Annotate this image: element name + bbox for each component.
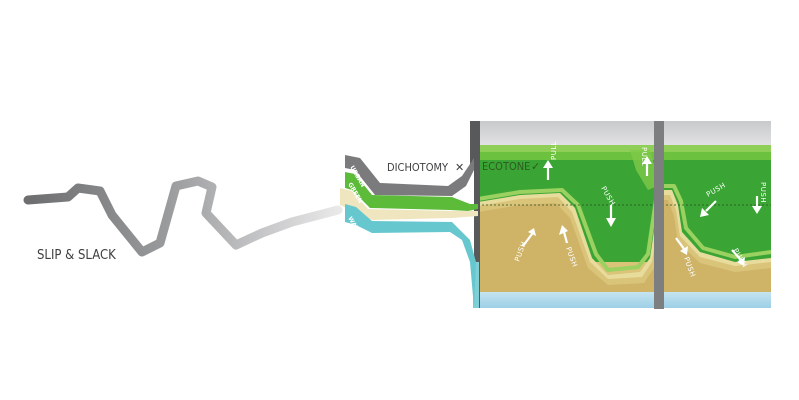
force-arrows: PULL PUSH PULL PUSH PUSH: [513, 141, 767, 279]
ecotone-block: [470, 121, 772, 309]
svg-text:PULL: PULL: [640, 147, 648, 166]
urban-band: [345, 155, 474, 196]
svg-text:PULL: PULL: [550, 141, 558, 160]
svg-text:PUSH: PUSH: [759, 182, 767, 203]
green-edge: [477, 184, 772, 272]
terrain-inner: [478, 200, 771, 292]
sand-band: [340, 188, 478, 220]
slip-slack-line: [23, 176, 343, 257]
band-funnel: URBAN GREEN WATER: [340, 155, 478, 308]
ecotone-label: ECOTONE: [482, 160, 530, 173]
dichotomy-x-icon: ✕: [455, 161, 464, 174]
dichotomy-label: DICHOTOMY: [387, 161, 449, 174]
vertical-divider: [654, 121, 664, 309]
ecotone-check-icon: ✓: [531, 160, 540, 173]
green-band: [345, 172, 478, 211]
push-arrow-3: PUSH: [752, 182, 767, 214]
water-band: [345, 204, 476, 308]
slip-slack-label: SLIP & SLACK: [37, 248, 116, 263]
pull-arrow-1: PULL: [543, 141, 558, 180]
pull-arrow-2: PULL: [640, 147, 652, 176]
